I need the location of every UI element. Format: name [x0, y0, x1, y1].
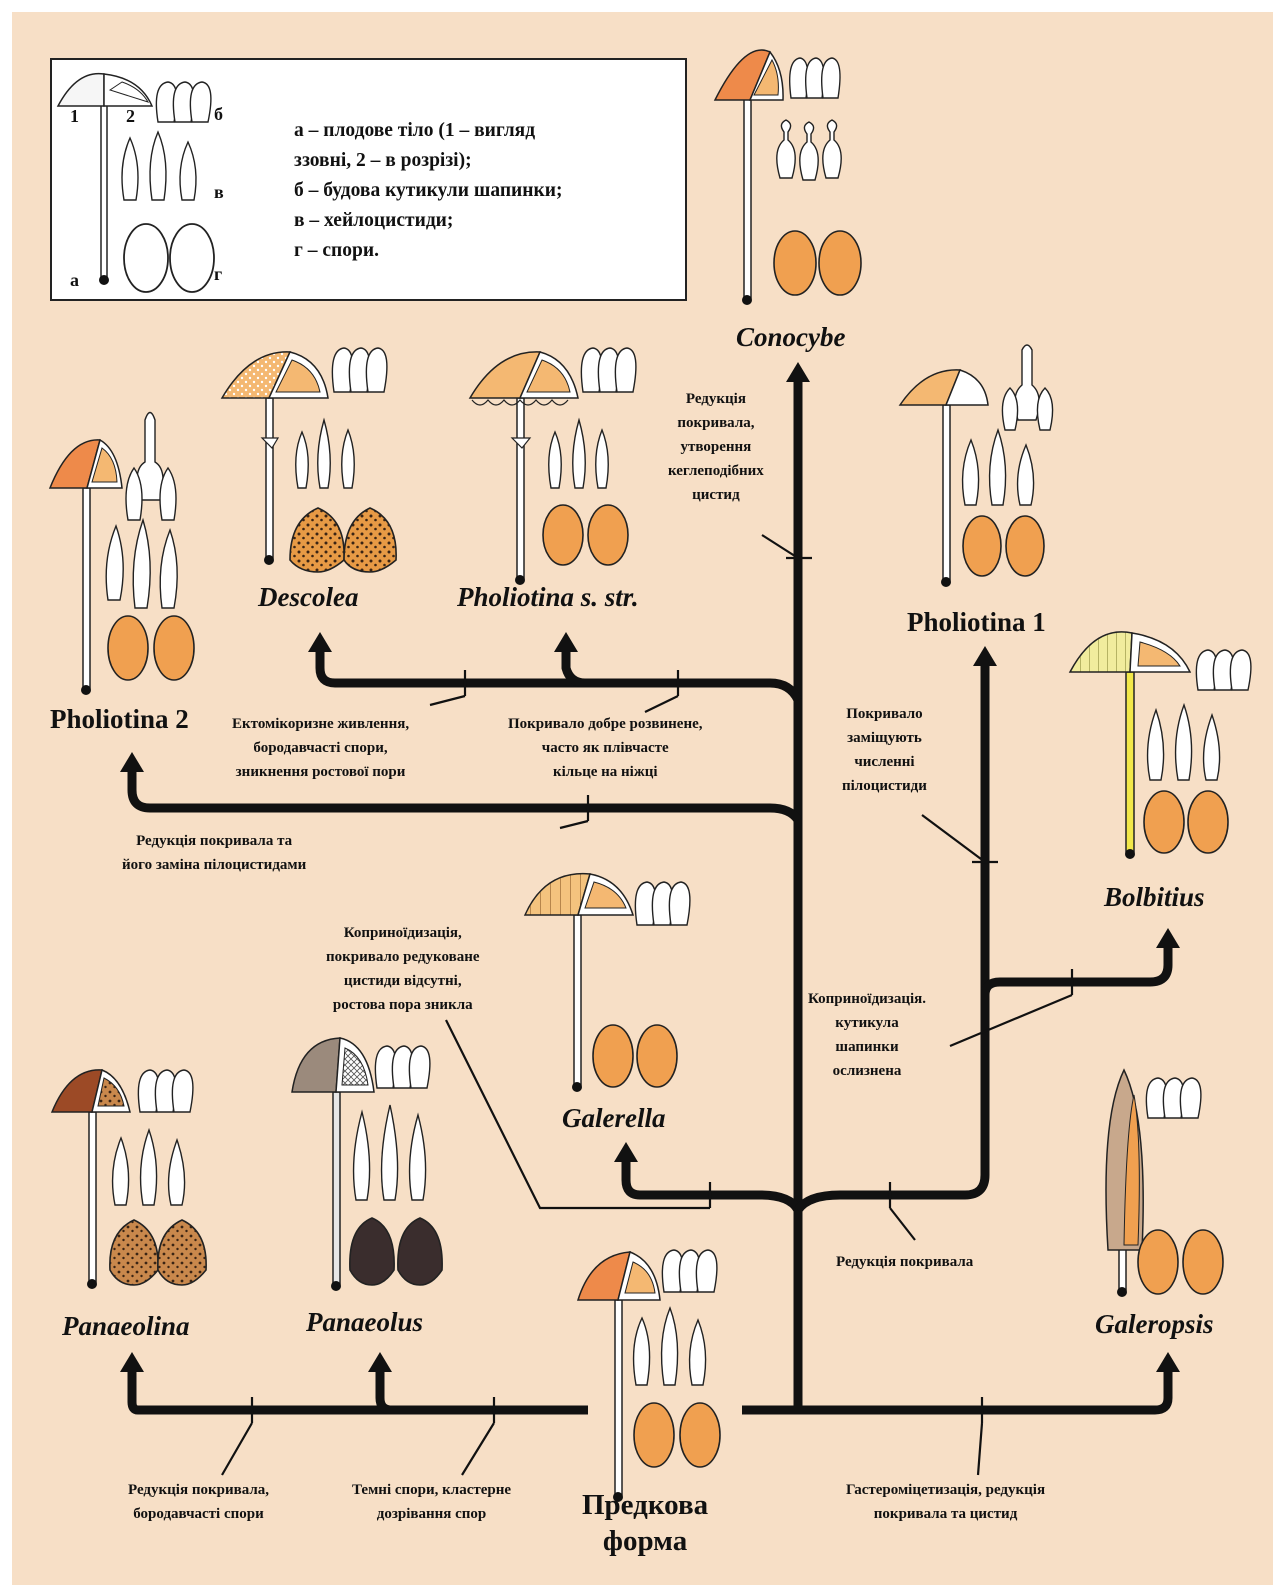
ancestral-form-line-2: форма	[582, 1523, 708, 1559]
pholiotina1-figure	[900, 345, 1053, 587]
legend-line-2: ззовні, 2 – в розрізі);	[294, 146, 472, 176]
arrow-descolea	[308, 632, 332, 652]
tick-conocybe	[762, 535, 812, 558]
arrow-panaeolina	[120, 1352, 144, 1372]
arrow-galeropsis	[1156, 1352, 1180, 1372]
genus-label-pholiotina2: Pholiotina 2	[50, 704, 189, 735]
note-galerella: Коприноїдизація, покривало редуковане ци…	[326, 921, 480, 1017]
branch-base-right	[742, 1372, 1168, 1410]
conocybe-cuticle	[790, 58, 840, 98]
legend-line-1: а – плодове тіло (1 – вигляд	[294, 116, 535, 146]
legend-line-4: в – хейлоцистиди;	[294, 206, 453, 236]
branch-panaeolus	[380, 1372, 588, 1410]
branch-galerella	[626, 1160, 798, 1210]
genus-label-panaeolus: Panaeolus	[306, 1307, 423, 1338]
arrow-bolbitius	[1156, 928, 1180, 948]
branch-base-left	[132, 1372, 588, 1410]
legend-label-b: б	[214, 104, 223, 125]
note-panaeolina: Редукція покривала, бородавчасті спори	[128, 1478, 269, 1526]
arrow-panaeolus	[368, 1352, 392, 1372]
note-galeropsis: Гастероміцетизація, редукція покривала т…	[846, 1478, 1045, 1526]
pholiotina-sstr-figure	[470, 348, 636, 585]
conocybe-cheilocystidia	[777, 120, 841, 180]
note-pholiotina-sstr: Покривало добре розвинене, часто як плів…	[508, 712, 703, 784]
note-panaeolus: Темні спори, кластерне дозрівання спор	[352, 1478, 511, 1526]
branch-pholiotina-sstr	[566, 652, 585, 683]
note-pholiotina2: Редукція покривала та його заміна пілоци…	[122, 829, 306, 877]
arrow-conocybe	[786, 362, 810, 382]
ancestral-form-label: Предкова форма	[582, 1487, 708, 1559]
note-conocybe: Редукція покривала, утворення кеглеподіб…	[668, 387, 764, 507]
descolea-spores	[290, 508, 396, 572]
legend-box: 1 2 б в г а а – плодове тіло (1 – вигляд…	[50, 58, 687, 301]
branch-upper-left	[320, 652, 798, 700]
bolbitius-figure	[1070, 632, 1251, 859]
arrow-pholiotina-sstr	[554, 632, 578, 652]
note-pholiotina1: Покривало заміщують численні пілоцистиди	[842, 702, 927, 798]
descolea-figure	[222, 348, 396, 572]
ancestral-form-line-1: Предкова	[582, 1487, 708, 1523]
genus-label-pholiotina-sstr: Pholiotina s. str.	[457, 582, 639, 613]
panaeolina-figure	[52, 1070, 206, 1289]
legend-line-3: б – будова кутикули шапинки;	[294, 176, 563, 206]
tick-pholiotina-sstr	[645, 670, 678, 712]
legend-label-2: 2	[126, 106, 135, 127]
conocybe-figure	[715, 50, 861, 305]
conocybe-spores	[774, 231, 861, 295]
legend-line-5: г – спори.	[294, 236, 379, 266]
genus-label-galeropsis: Galeropsis	[1095, 1309, 1214, 1340]
legend-label-1: 1	[70, 106, 79, 127]
note-descolea: Ектомікоризне живлення, бородавчасті спо…	[232, 712, 409, 784]
legend-label-a: а	[70, 270, 79, 291]
genus-label-bolbitius: Bolbitius	[1104, 882, 1205, 913]
arrow-galerella	[614, 1142, 638, 1162]
genus-label-panaeolina: Panaeolina	[62, 1311, 190, 1342]
note-right-base: Редукція покривала	[836, 1250, 973, 1274]
galeropsis-figure	[1106, 1070, 1223, 1297]
arrow-pholiotina1	[973, 646, 997, 666]
pholiotina2-figure	[50, 413, 194, 696]
panaeolus-figure	[292, 1038, 442, 1291]
arrow-pholiotina2	[120, 752, 144, 772]
genus-label-pholiotina1: Pholiotina 1	[907, 607, 1046, 638]
genus-label-galerella: Galerella	[562, 1103, 665, 1134]
note-bolbitius: Коприноїдизація. кутикула шапинки ослизн…	[808, 987, 926, 1083]
branch-bolbitius	[985, 948, 1168, 995]
galerella-figure	[525, 874, 690, 1092]
legend-label-g: г	[214, 264, 222, 285]
legend-label-v: в	[214, 182, 224, 203]
genus-label-descolea: Descolea	[258, 582, 358, 613]
genus-label-conocybe: Conocybe	[736, 322, 845, 353]
